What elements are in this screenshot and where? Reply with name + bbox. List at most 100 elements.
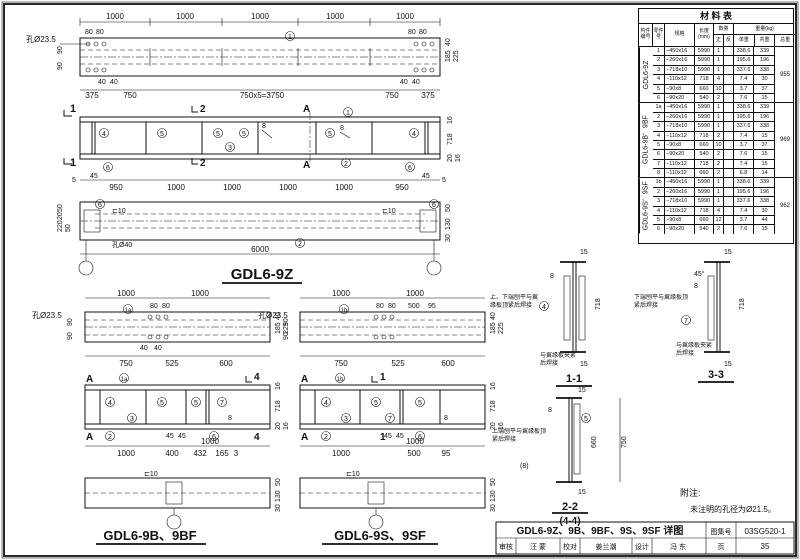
s-hole-label: 孔Ø23.5: [258, 311, 288, 320]
b-front-mark-7: 7: [220, 400, 224, 407]
s11-title: 1-1: [566, 373, 582, 385]
table-cell: 1: [714, 103, 724, 112]
table-cell: 337.6: [734, 197, 754, 206]
table-cell: 8: [653, 169, 665, 178]
table-cell: 660: [695, 169, 714, 178]
table-cell: 15: [761, 160, 768, 167]
b-front-mark-2: 2: [108, 434, 112, 441]
main-bottom-right-3: 30: [445, 234, 452, 242]
material-table-title: 材 料 表: [639, 9, 793, 24]
b-bottom-side-1: 50: [275, 478, 282, 486]
main-front-dim-1: 950: [109, 183, 123, 192]
view-main: 1000 1000 1000 1000 1000 80 80 80 80 孔Ø2…: [26, 12, 462, 284]
table-cell: 2: [714, 159, 724, 169]
table-cell: −110x12: [665, 206, 695, 216]
s-top-mark-1b: 1b: [341, 308, 348, 314]
table-cell: 5990: [695, 47, 714, 56]
main-dim-8080-left-b: 80: [96, 29, 104, 36]
s-front-mark-7: 7: [388, 416, 392, 423]
table-cell: 540: [695, 150, 714, 159]
main-sec-2-bottom: 2: [200, 158, 206, 169]
s-top-dim-525: 525: [391, 359, 405, 368]
table-cell: 7.4: [734, 75, 754, 84]
main-front-side-45a: 45: [90, 173, 98, 180]
note-text: 未注明的孔径为Ø21.5。: [690, 504, 776, 514]
b-front-mark-8: 8: [228, 415, 232, 422]
main-side-right-1: 40: [445, 38, 452, 46]
main-front-marks: 4 5 5 5 5 4 3 2 1 8 6 6 8: [99, 107, 419, 172]
b-top-dim-2: 1000: [191, 289, 209, 298]
s-sec-a-top: A: [301, 374, 308, 385]
b-sec-4-top: 4: [254, 372, 260, 383]
table-cell: −718x10: [665, 197, 695, 206]
b-hole-label: 孔Ø23.5: [32, 311, 62, 320]
th-count-group: 数量 正 反: [714, 24, 734, 46]
table-cell: −450x16: [665, 103, 695, 112]
s11-dim-bottom: 15: [580, 361, 588, 368]
table-cell: 1a: [653, 103, 665, 112]
main-bottom-length: 6000: [251, 245, 269, 254]
main-bottom-mark-2: 2: [298, 241, 302, 248]
main-sec-1-bottom: 1: [70, 157, 76, 169]
main-front-dim-6: 950: [395, 183, 409, 192]
section-2-2: 15 660 750 15 8 5 上端刨平与翼缘板顶紧后焊接 (8) 2-2 …: [492, 387, 628, 527]
table-cell: [724, 225, 734, 234]
table-cell: 7.4: [734, 131, 754, 140]
main-dim-40-d: 40: [412, 79, 420, 86]
s22-mark-5: 5: [584, 416, 588, 423]
th-weight: 重量(kg): [734, 24, 795, 35]
table-cell: 7.6: [734, 150, 754, 159]
s-front-mark-1b: 1b: [337, 377, 344, 383]
table-cell: 7.6: [734, 225, 754, 234]
table-cell: 195.6: [734, 112, 754, 122]
b-front-dim-165: 165: [215, 449, 229, 458]
b-front-side-16a: 16: [275, 382, 282, 390]
section-1-1: 15 718 15 8 4 上、下端刨平与翼缘板顶紧后焊接 与翼缘板夹紧后焊接 …: [490, 249, 602, 387]
table-cell: 5990: [695, 187, 714, 197]
table-cell: 10: [714, 84, 724, 93]
b-sec-a-bottom: A: [86, 432, 93, 443]
table-cell: −110x12: [665, 131, 695, 140]
b-front-bottom-flange: [84, 423, 271, 430]
table-cell: 660: [695, 140, 714, 150]
main-front-mark-8-b: 8: [340, 125, 344, 132]
main-front-dim-4: 1000: [279, 183, 297, 192]
main-front-side-20: 20: [447, 154, 454, 162]
b-front-mark-3: 3: [130, 416, 134, 423]
main-top-dim-3: 1000: [251, 12, 269, 21]
material-group-name: GDL6-9Z: [639, 47, 653, 103]
table-cell: [724, 84, 734, 93]
table-cell: 14: [761, 170, 768, 177]
main-front-side-5b: 5: [442, 177, 446, 184]
main-front-side-718: 718: [447, 133, 454, 145]
note-title: 附注:: [680, 487, 701, 498]
titleblock-page-label: 页: [718, 543, 725, 551]
main-front-top-flange: [79, 116, 441, 123]
s-front-mark-4: 4: [324, 400, 328, 407]
b-front-dim-1000a: 1000: [117, 449, 135, 458]
table-cell: 337.6: [734, 122, 754, 131]
th-weight-group: 重量(kg) 单重 共重 总重: [734, 24, 795, 46]
main-top-mark-1: 1: [288, 34, 292, 41]
b-top-dim-1: 1000: [117, 289, 135, 298]
s-front-dim-1000a: 1000: [332, 449, 350, 458]
s33-mark-8: 8: [694, 283, 698, 290]
table-cell: 338: [759, 123, 770, 130]
s22-dim-750: 750: [621, 436, 628, 448]
main-dim-40-a: 40: [98, 79, 106, 86]
material-group-total: 969: [779, 137, 790, 144]
main-bottom-view: ⊏10 ⊏10 孔Ø40 6 6 2 50 20 220 50 50 130 3…: [57, 199, 452, 276]
table-cell: [724, 159, 734, 169]
main-top-view: 1000 1000 1000 1000 1000 80 80 80 80 孔Ø2…: [26, 12, 460, 100]
b-front-top-flange: [84, 384, 271, 391]
material-group-name: GDL6-9S、9SF: [639, 178, 653, 234]
table-cell: 2: [653, 112, 665, 122]
b-front-mark-5a: 5: [160, 400, 164, 407]
main-front-mark-2: 2: [344, 161, 348, 168]
s-front-side-16b: 16: [498, 422, 505, 430]
b-view-title: GDL6-9B、9BF: [103, 528, 196, 543]
s22-title: 2-2: [562, 501, 578, 513]
